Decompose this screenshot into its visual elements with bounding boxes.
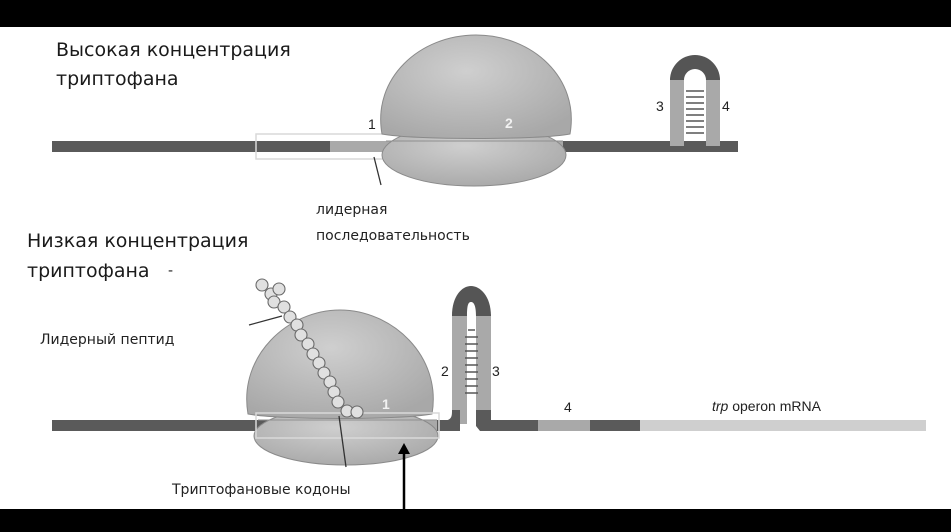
peptide-bead — [272, 282, 286, 296]
low-ribosome-large-subunit — [246, 309, 434, 419]
leader-peptide-label: Лидерный пептид — [40, 332, 175, 348]
arrow-head — [398, 443, 410, 454]
operon-mrna-text: operon mRNA — [728, 398, 821, 414]
low-region-3-label: 3 — [492, 363, 500, 379]
codons-pointer — [338, 415, 347, 468]
low-region-2-label: 2 — [441, 363, 449, 379]
peptide-bead — [350, 405, 364, 419]
leader-peptide-chain — [255, 278, 364, 419]
peptide-bead — [306, 347, 320, 361]
low-tryptophan-panel — [52, 278, 926, 509]
high-region-2-label: 2 — [505, 115, 513, 131]
tryptophan-codons-label: Триптофановые кодоны — [172, 482, 351, 498]
peptide-bead — [317, 366, 331, 380]
high-ribosome-large-subunit — [380, 34, 572, 139]
peptide-bead — [277, 300, 291, 314]
low-title-line2: триптофана — [27, 260, 150, 282]
trp-operon-mrna-label: trp operon mRNA — [712, 398, 821, 414]
high-title-line1: Высокая концентрация — [56, 39, 291, 61]
high-tryptophan-panel — [52, 34, 738, 187]
low-region-1-label: 1 — [382, 396, 390, 412]
low-region-4-label: 4 — [564, 399, 572, 415]
high-terminator-hairpin — [670, 55, 720, 146]
high-region-3-label: 3 — [656, 98, 664, 114]
high-region-1-label: 1 — [368, 116, 376, 132]
peptide-bead — [255, 278, 269, 292]
leader-sequence-label-line1: лидерная — [316, 202, 388, 218]
low-title-line1: Низкая концентрация — [27, 230, 249, 252]
low-region-4 — [538, 420, 590, 431]
high-region-1 — [330, 141, 437, 152]
low-antiterminator-hairpin — [440, 286, 502, 431]
low-operon-mrna — [640, 420, 926, 431]
peptide-bead — [294, 328, 308, 342]
high-title-line2: триптофана — [56, 68, 179, 90]
leader-sequence-label-line2: последовательность — [316, 228, 470, 244]
peptide-bead — [331, 395, 345, 409]
peptide-pointer — [248, 315, 283, 326]
high-region-4-label: 4 — [722, 98, 730, 114]
trp-gene-name: trp — [712, 398, 729, 414]
high-leader-pointer — [373, 156, 382, 186]
low-title-dash: - — [168, 263, 174, 279]
